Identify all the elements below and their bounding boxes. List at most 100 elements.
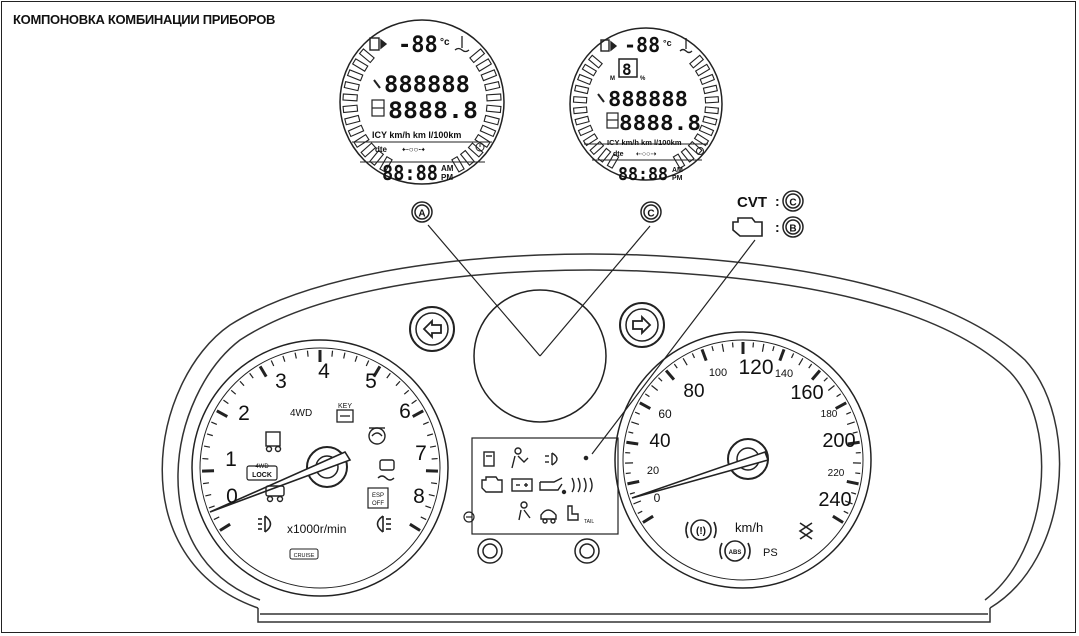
display-c-odometer: 888888: [608, 87, 688, 111]
callout-a-letter: A: [418, 209, 425, 220]
arrow-right-icon: [632, 314, 652, 336]
speedo-tick: [642, 514, 654, 524]
4wd-lock-indicator: [246, 465, 278, 481]
speedo-tick: [625, 472, 631, 475]
fuel-warning-icon: [483, 451, 495, 467]
cluster-housing: [161, 253, 1061, 623]
display-a-fuel-bar-segment: [343, 81, 360, 92]
leader-line-c: [539, 225, 651, 357]
speedo-label-200: 200: [822, 430, 855, 452]
speedometer: [614, 331, 872, 589]
display-c-fuel-bar-segment: [589, 140, 605, 156]
speedo-label-40: 40: [649, 431, 670, 452]
speedo-tick: [651, 385, 659, 391]
display-a-temp-bar-segment: [474, 133, 491, 148]
display-a-temp: -88: [398, 33, 438, 58]
display-a-fuel-bar-segment: [369, 149, 385, 166]
display-c-coolant-icon: [679, 38, 693, 54]
leader-line-a: [427, 224, 541, 357]
tacho-tick: [395, 380, 401, 387]
esp-off-indicator: [367, 487, 389, 509]
tacho-tick: [230, 389, 237, 395]
speedo-tick: [778, 348, 786, 362]
display-c-odo-marker: [597, 93, 605, 103]
seatbelt-warning-icon: [518, 501, 531, 521]
speedo-ps-label: PS: [763, 547, 778, 559]
display-a-fuel-bar-segment: [342, 104, 359, 114]
tacho-tick: [306, 350, 309, 357]
speedo-label-240: 240: [818, 489, 851, 511]
display-c-fuel-bar-segment: [582, 133, 599, 147]
tacho-tick: [206, 433, 213, 437]
display-c-clock: 88:88: [618, 164, 668, 185]
leader-line-b: [591, 239, 756, 455]
speedo-tick: [664, 369, 676, 381]
speedo-tick: [639, 401, 652, 410]
tacho-label-6: 6: [399, 400, 411, 423]
tacho-tick: [372, 365, 382, 378]
tacho-tick: [365, 360, 370, 367]
tacho-tick: [354, 355, 358, 362]
tacho-label-5: 5: [365, 370, 377, 393]
speedometer-bezel-outer: [614, 331, 872, 589]
door-ajar-icon: [540, 509, 557, 524]
display-c: [569, 27, 723, 181]
speedo-tick: [631, 421, 640, 426]
tacho-tick: [213, 516, 220, 521]
speedo-tick: [832, 514, 844, 524]
speedo-brake-label: (!): [696, 526, 706, 537]
tacho-tick: [403, 389, 410, 395]
tacho-tick: [386, 372, 391, 379]
speedo-tick: [637, 510, 643, 514]
display-a-fuel-bar-segment: [353, 133, 370, 148]
tacho-tick: [422, 421, 429, 425]
display-a-fuel-bar-segment: [379, 156, 393, 173]
speedo-abs-label: ABS: [729, 550, 742, 556]
speedo-tick: [827, 385, 835, 391]
display-c-fuel-bar-segment: [581, 63, 598, 77]
display-a-odo-marker: [373, 79, 381, 89]
display-c-gear-box: [618, 58, 638, 78]
speedo-tick: [673, 363, 678, 369]
display-c-temp-bar-segment: [702, 115, 718, 126]
speedo-tick: [844, 500, 853, 505]
speedo-tick: [629, 491, 635, 495]
display-a-fuel-bar-segment: [360, 142, 377, 158]
display-c-fuel-bar-segment: [572, 96, 588, 104]
callout-c-letter: C: [647, 209, 654, 220]
display-a-trip: 8888.8: [388, 99, 478, 124]
tacho-tick: [205, 493, 212, 497]
warning-panel-frame: [471, 437, 619, 535]
check-engine-icon: [481, 476, 503, 493]
speedo-tick: [721, 343, 725, 352]
display-a-temp-bar-segment: [475, 58, 493, 72]
high-beam-icon: [798, 522, 814, 540]
display-a-temp-bar-segment: [459, 149, 475, 166]
tacho-4wd-label: 4WD: [290, 408, 312, 419]
display-c-fuel-bar-segment: [574, 84, 590, 95]
tacho-label-1: 1: [225, 448, 237, 471]
display-a-temp-bar-segment: [467, 142, 484, 158]
tachometer: [191, 339, 449, 597]
housing-base: [257, 608, 991, 623]
display-c-fuel-bar-segment: [572, 106, 588, 115]
display-c-fuel-bar-segment: [587, 54, 603, 69]
tacho-tick: [429, 445, 437, 448]
glow-plug-icon: [368, 427, 386, 445]
display-a-temp-bar-segment: [486, 93, 502, 102]
display-a-fuel-bar-segment: [342, 93, 358, 102]
tacho-label-0: 0: [226, 485, 238, 508]
speedo-tick: [761, 343, 765, 352]
display-a-fuel-bar-segment: [346, 69, 364, 82]
speedo-label-120: 120: [738, 356, 773, 379]
speedo-tick: [627, 479, 640, 486]
display-c-fuel-bar-segment: [576, 73, 593, 86]
cruise-indicator: [289, 548, 319, 560]
speedo-tick: [633, 500, 642, 505]
display-c-fuel-bar-segment: [597, 147, 612, 163]
tacho-4wd-lock-top: 4WD: [255, 464, 269, 470]
display-c-trip: 8888.8: [619, 111, 701, 135]
tacho-unit-label: x1000r/min: [287, 522, 346, 536]
